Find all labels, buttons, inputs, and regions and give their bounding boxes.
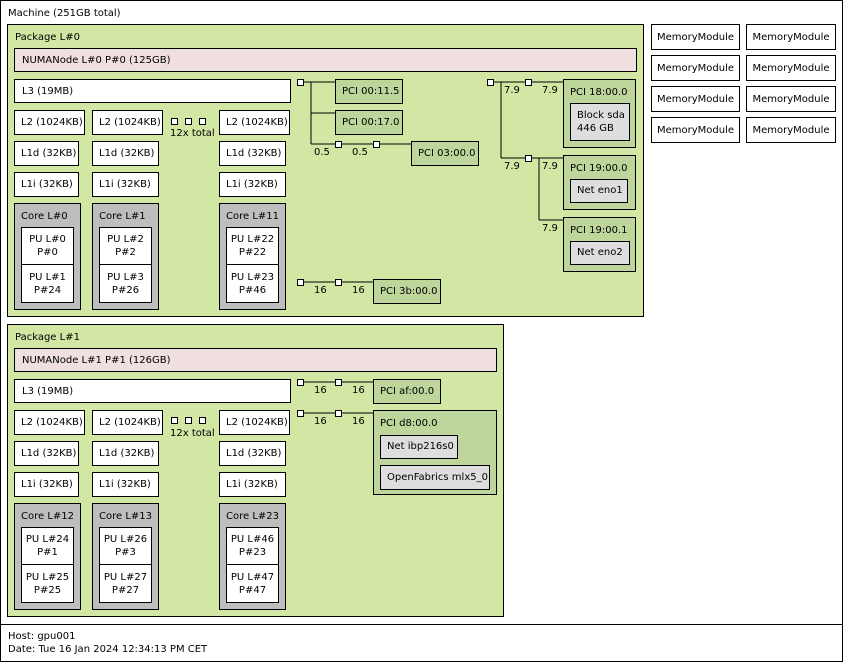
l1d-cache: L1d (32KB) [92,141,159,166]
l3-cache: L3 (19MB) [14,79,291,103]
package-label: Package L#1 [15,332,80,343]
core-label: Core L#12 [21,511,74,522]
package-label: Package L#0 [15,32,80,43]
pci-device: PCI 00:17.0 [335,110,403,135]
core-label: Core L#1 [99,211,146,222]
memory-module: MemoryModule [746,55,836,81]
collapsed-indicator [185,417,192,424]
memory-module: MemoryModule [651,55,740,81]
core-label: Core L#11 [226,211,279,222]
link-speed-label: 0.5 [352,147,368,158]
link-speed-label: 7.9 [504,161,520,172]
network-device: Net ibp216s0 [380,435,458,459]
pu: PU L#24 P#1 [21,527,74,565]
l1i-cache: L1i (32KB) [14,472,79,497]
link-speed-label: 7.9 [542,223,558,234]
pu: PU L#23 P#46 [226,264,279,303]
link-speed-label: 7.9 [504,85,520,96]
total-count-label: 12x total [170,428,215,439]
block-device: Block sda 446 GB [570,103,630,141]
link-speed-label: 16 [314,285,327,296]
l1d-cache: L1d (32KB) [14,441,79,466]
pu: PU L#27 P#27 [99,564,152,603]
memory-module: MemoryModule [651,86,740,112]
link-speed-label: 7.9 [542,161,558,172]
pu: PU L#22 P#22 [226,227,279,265]
link-speed-label: 16 [314,385,327,396]
memory-module: MemoryModule [651,24,740,50]
numa-node-0: NUMANode L#0 P#0 (125GB) [14,48,637,72]
l2-cache: L2 (1024KB) [92,110,163,135]
collapsed-indicator [171,118,178,125]
pu: PU L#0 P#0 [21,227,74,265]
pu: PU L#2 P#2 [99,227,152,265]
date-label: Date: Tue 16 Jan 2024 12:34:13 PM CET [8,644,208,655]
link-speed-label: 0.5 [314,147,330,158]
collapsed-indicator [171,417,178,424]
l1d-cache: L1d (32KB) [219,141,286,166]
pci-device: PCI 00:11.5 [335,79,403,104]
footer: Host: gpu001 Date: Tue 16 Jan 2024 12:34… [0,624,843,662]
link-speed-label: 7.9 [542,85,558,96]
numa-label: NUMANode L#0 P#0 (125GB) [22,55,171,66]
memory-module: MemoryModule [746,117,836,143]
network-device: Net eno1 [570,179,628,203]
pu: PU L#46 P#23 [226,527,279,565]
numa-node-1: NUMANode L#1 P#1 (126GB) [14,348,497,372]
pci-device: PCI 3b:00.0 [373,279,441,304]
machine-label: Machine (251GB total) [8,8,121,19]
l1d-cache: L1d (32KB) [92,441,159,466]
l1i-cache: L1i (32KB) [92,172,159,197]
host-label: Host: gpu001 [8,631,76,642]
numa-label: NUMANode L#1 P#1 (126GB) [22,355,171,366]
link-speed-label: 16 [352,285,365,296]
l1i-cache: L1i (32KB) [219,472,286,497]
pci-device: PCI af:00.0 [373,379,441,404]
core-label: Core L#0 [21,211,68,222]
l2-cache: L2 (1024KB) [92,410,163,435]
l3-label: L3 (19MB) [22,386,74,397]
l1d-cache: L1d (32KB) [219,441,286,466]
l2-cache: L2 (1024KB) [219,110,290,135]
pu: PU L#3 P#26 [99,264,152,303]
l2-cache: L2 (1024KB) [14,110,85,135]
pu: PU L#47 P#47 [226,564,279,603]
collapsed-indicator [199,118,206,125]
core-label: Core L#23 [226,511,279,522]
memory-module: MemoryModule [746,24,836,50]
l1i-cache: L1i (32KB) [219,172,286,197]
link-speed-label: 16 [314,416,327,427]
l1i-cache: L1i (32KB) [92,472,159,497]
pci-device: PCI 03:00.0 [411,141,479,166]
pu: PU L#25 P#25 [21,564,74,603]
pu: PU L#1 P#24 [21,264,74,303]
l1i-cache: L1i (32KB) [14,172,79,197]
collapsed-indicator [199,417,206,424]
l2-cache: L2 (1024KB) [219,410,290,435]
core-label: Core L#13 [99,511,152,522]
collapsed-indicator [185,118,192,125]
openfabrics-device: OpenFabrics mlx5_0 [380,465,490,490]
network-device: Net eno2 [570,241,630,265]
link-speed-label: 16 [352,385,365,396]
total-count-label: 12x total [170,128,215,139]
l3-cache: L3 (19MB) [14,379,291,403]
link-speed-label: 16 [352,416,365,427]
pu: PU L#26 P#3 [99,527,152,565]
memory-module: MemoryModule [651,117,740,143]
l3-label: L3 (19MB) [22,86,74,97]
l2-cache: L2 (1024KB) [14,410,85,435]
l1d-cache: L1d (32KB) [14,141,79,166]
memory-module: MemoryModule [746,86,836,112]
